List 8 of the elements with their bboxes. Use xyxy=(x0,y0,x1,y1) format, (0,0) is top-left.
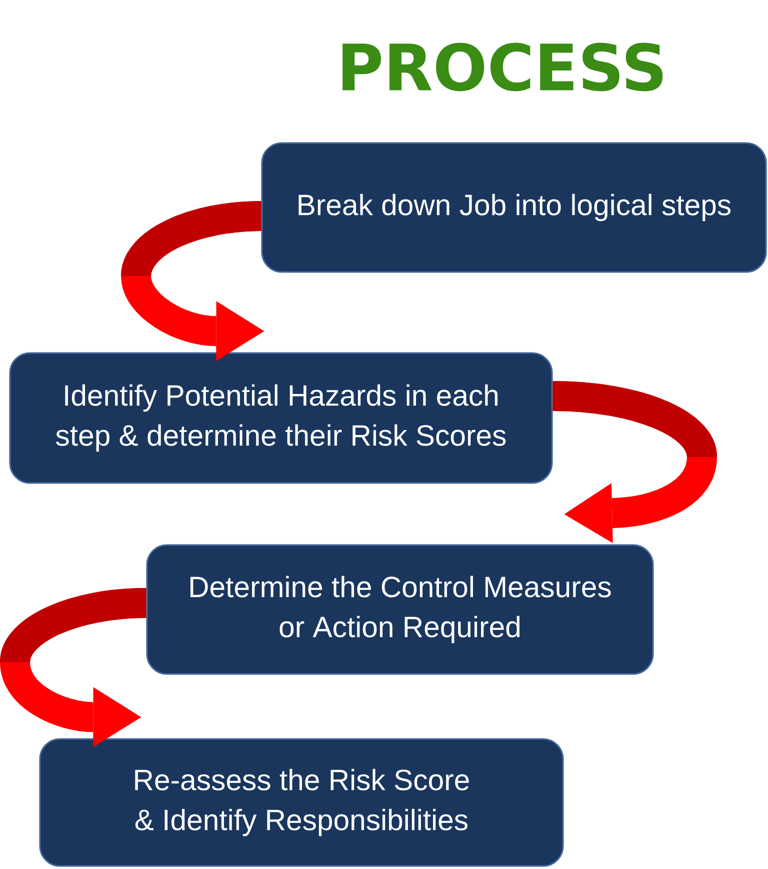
process-box: Break down Job into logical steps xyxy=(261,142,767,273)
process-box: Identify Potential Hazards in each step & determine their Risk Scores xyxy=(9,352,553,484)
process-box: Re-assess the Risk Score & Identify Responsibilities xyxy=(39,738,564,867)
process-box: Determine the Control Measures or Action Required xyxy=(146,544,654,675)
title: PROCESS xyxy=(342,42,663,92)
curved-arrow xyxy=(121,201,264,362)
curved-arrow xyxy=(0,588,147,748)
curved-arrow xyxy=(552,381,717,544)
